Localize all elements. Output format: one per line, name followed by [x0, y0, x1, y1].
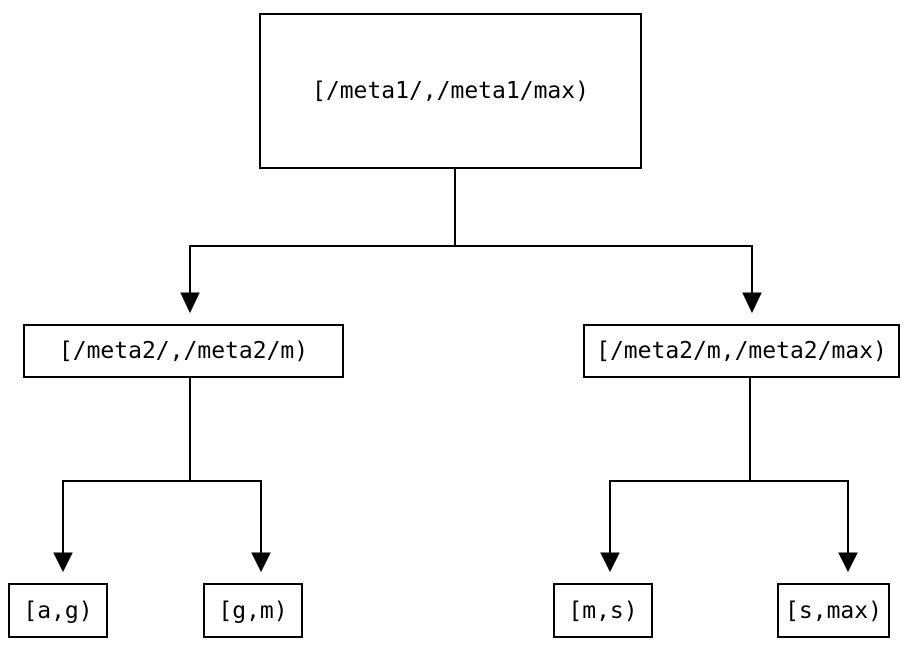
arrowhead-down-icon: [180, 292, 200, 314]
node-root-label: [/meta1/,/meta1/max): [312, 78, 589, 104]
arrowhead-down-icon: [53, 552, 73, 573]
edge-right-subtree: [600, 378, 858, 573]
node-leaf-s-max: [s,max): [777, 583, 890, 638]
node-leaf-a-g: [a,g): [8, 583, 108, 638]
node-meta2-upper-label: [/meta2/m,/meta2/max): [596, 338, 887, 364]
edge-root-to-left: [180, 169, 753, 314]
node-leaf-g-m-label: [g,m): [218, 597, 288, 624]
node-leaf-a-g-label: [a,g): [23, 597, 93, 624]
node-leaf-g-m: [g,m): [203, 583, 303, 638]
edge-root-to-right: [742, 246, 762, 314]
node-meta2-lower-label: [/meta2/,/meta2/m): [58, 338, 309, 364]
node-leaf-m-s-label: [m,s): [568, 597, 638, 624]
arrowhead-down-icon: [600, 552, 620, 573]
node-leaf-s-max-label: [s,max): [785, 597, 882, 624]
node-meta2-upper: [/meta2/m,/meta2/max): [583, 324, 900, 378]
edge-left-subtree: [53, 378, 271, 573]
node-root: [/meta1/,/meta1/max): [259, 13, 642, 169]
arrowhead-down-icon: [838, 552, 858, 573]
arrowhead-down-icon: [742, 292, 762, 314]
node-leaf-m-s: [m,s): [553, 583, 653, 638]
node-meta2-lower: [/meta2/,/meta2/m): [23, 324, 344, 378]
arrowhead-down-icon: [251, 552, 271, 573]
